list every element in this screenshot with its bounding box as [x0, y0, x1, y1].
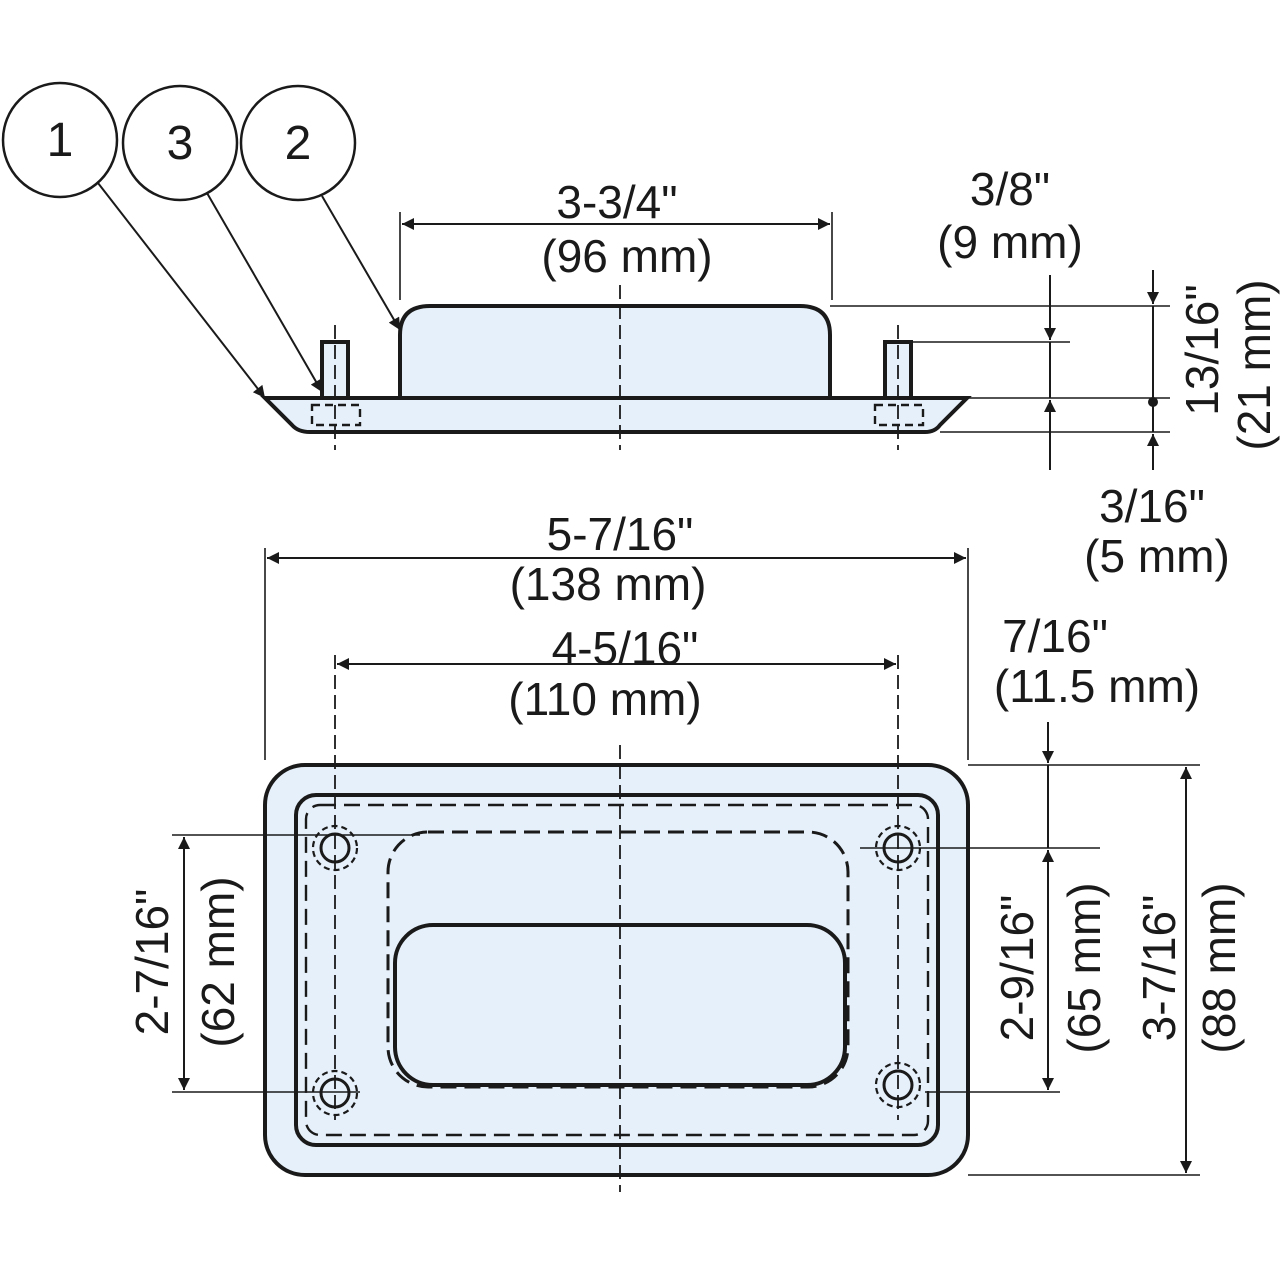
dim-depth-mm: (9 mm) — [937, 216, 1083, 268]
dim-flange-in: 3/16" — [1099, 480, 1205, 532]
balloon-1 — [1, 81, 119, 199]
dim-overall-width-in: 5-7/16" — [547, 508, 694, 560]
dim-depth-in: 3/8" — [970, 163, 1050, 215]
top-view — [172, 655, 1100, 1192]
side-flange — [260, 396, 972, 434]
dim-left-height-in: 2-7/16" — [126, 889, 178, 1036]
plate-inner-hidden — [304, 803, 930, 1137]
plate-inner — [294, 793, 940, 1147]
side-nut-right — [873, 403, 925, 427]
side-handle — [398, 304, 832, 400]
balloon-1-label: 1 — [47, 114, 74, 167]
dim-total-height-in: 13/16" — [1176, 284, 1228, 415]
balloon-2-label: 2 — [285, 117, 312, 170]
dim-overall-height-mm: (88 mm) — [1193, 882, 1245, 1053]
dim-overall-width-mm: (138 mm) — [510, 558, 707, 610]
side-dimensions: 3-3/4" (96 mm) 3/8" (9 mm) 13/16" (21 mm… — [399, 163, 1280, 582]
plate-outer — [263, 763, 970, 1177]
side-view — [260, 285, 972, 450]
dim-hole-spacing-mm: (110 mm) — [508, 673, 701, 725]
dim-top-width-mm: (96 mm) — [541, 230, 712, 282]
dim-edge-offset-mm: (11.5 mm) — [994, 660, 1200, 712]
balloon-3 — [121, 84, 239, 202]
balloons: 1 3 2 — [1, 81, 401, 399]
balloon-2 — [239, 84, 357, 202]
dim-inner-height-mm: (65 mm) — [1058, 882, 1110, 1053]
dim-inner-height-in: 2-9/16" — [991, 895, 1043, 1042]
dim-total-height-mm: (21 mm) — [1228, 279, 1280, 450]
dim-edge-offset-in: 7/16" — [1002, 610, 1108, 662]
dim-overall-height-in: 3-7/16" — [1133, 895, 1185, 1042]
dim-hole-spacing-in: 4-5/16" — [552, 622, 699, 674]
side-nut-left — [310, 403, 362, 427]
dim-flange-mm: (5 mm) — [1084, 530, 1230, 582]
dim-top-width-in: 3-3/4" — [556, 176, 677, 228]
top-dimensions: 5-7/16" (138 mm) 4-5/16" (110 mm) 7/16" … — [126, 508, 1245, 1176]
dim-left-height-mm: (62 mm) — [192, 876, 244, 1047]
balloon-3-label: 3 — [167, 117, 194, 170]
